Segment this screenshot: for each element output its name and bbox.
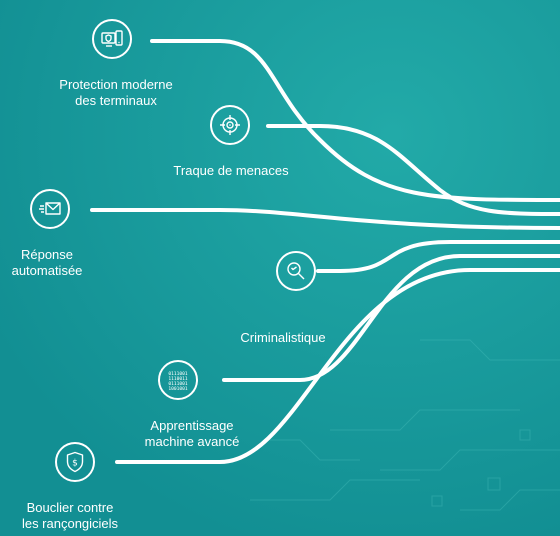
svg-text:$: $: [72, 459, 78, 469]
crosshair-icon: [210, 105, 250, 145]
connector-line: [222, 254, 560, 382]
envelope-icon: [30, 189, 70, 229]
node-label: Apprentissage machine avancé: [144, 418, 240, 449]
circuit-pattern: [250, 339, 560, 511]
svg-text:1110011: 1110011: [168, 376, 188, 382]
node-label: Protection moderne des terminaux: [59, 77, 173, 108]
device-shield-icon: [92, 19, 132, 59]
connector-line: [150, 39, 560, 202]
node-label: Criminalistique: [240, 330, 326, 345]
magnifier-icon: [276, 251, 316, 291]
node-label: Réponse automatisée: [11, 247, 83, 278]
node-label: Traque de menaces: [173, 163, 289, 178]
connector-line: [115, 268, 560, 464]
connector-lines: [90, 39, 560, 464]
node-label: Bouclier contre les rançongiciels: [21, 500, 119, 531]
connector-line: [266, 124, 560, 216]
svg-text:0111001: 0111001: [168, 381, 188, 387]
connector-line: [316, 240, 560, 273]
connector-line: [90, 208, 560, 230]
dollar-shield-icon: $: [55, 442, 95, 482]
binary-icon: 0111001 1110011 0111001 1001001: [158, 360, 198, 400]
svg-text:0111001: 0111001: [168, 371, 188, 377]
svg-text:1001001: 1001001: [168, 386, 188, 392]
